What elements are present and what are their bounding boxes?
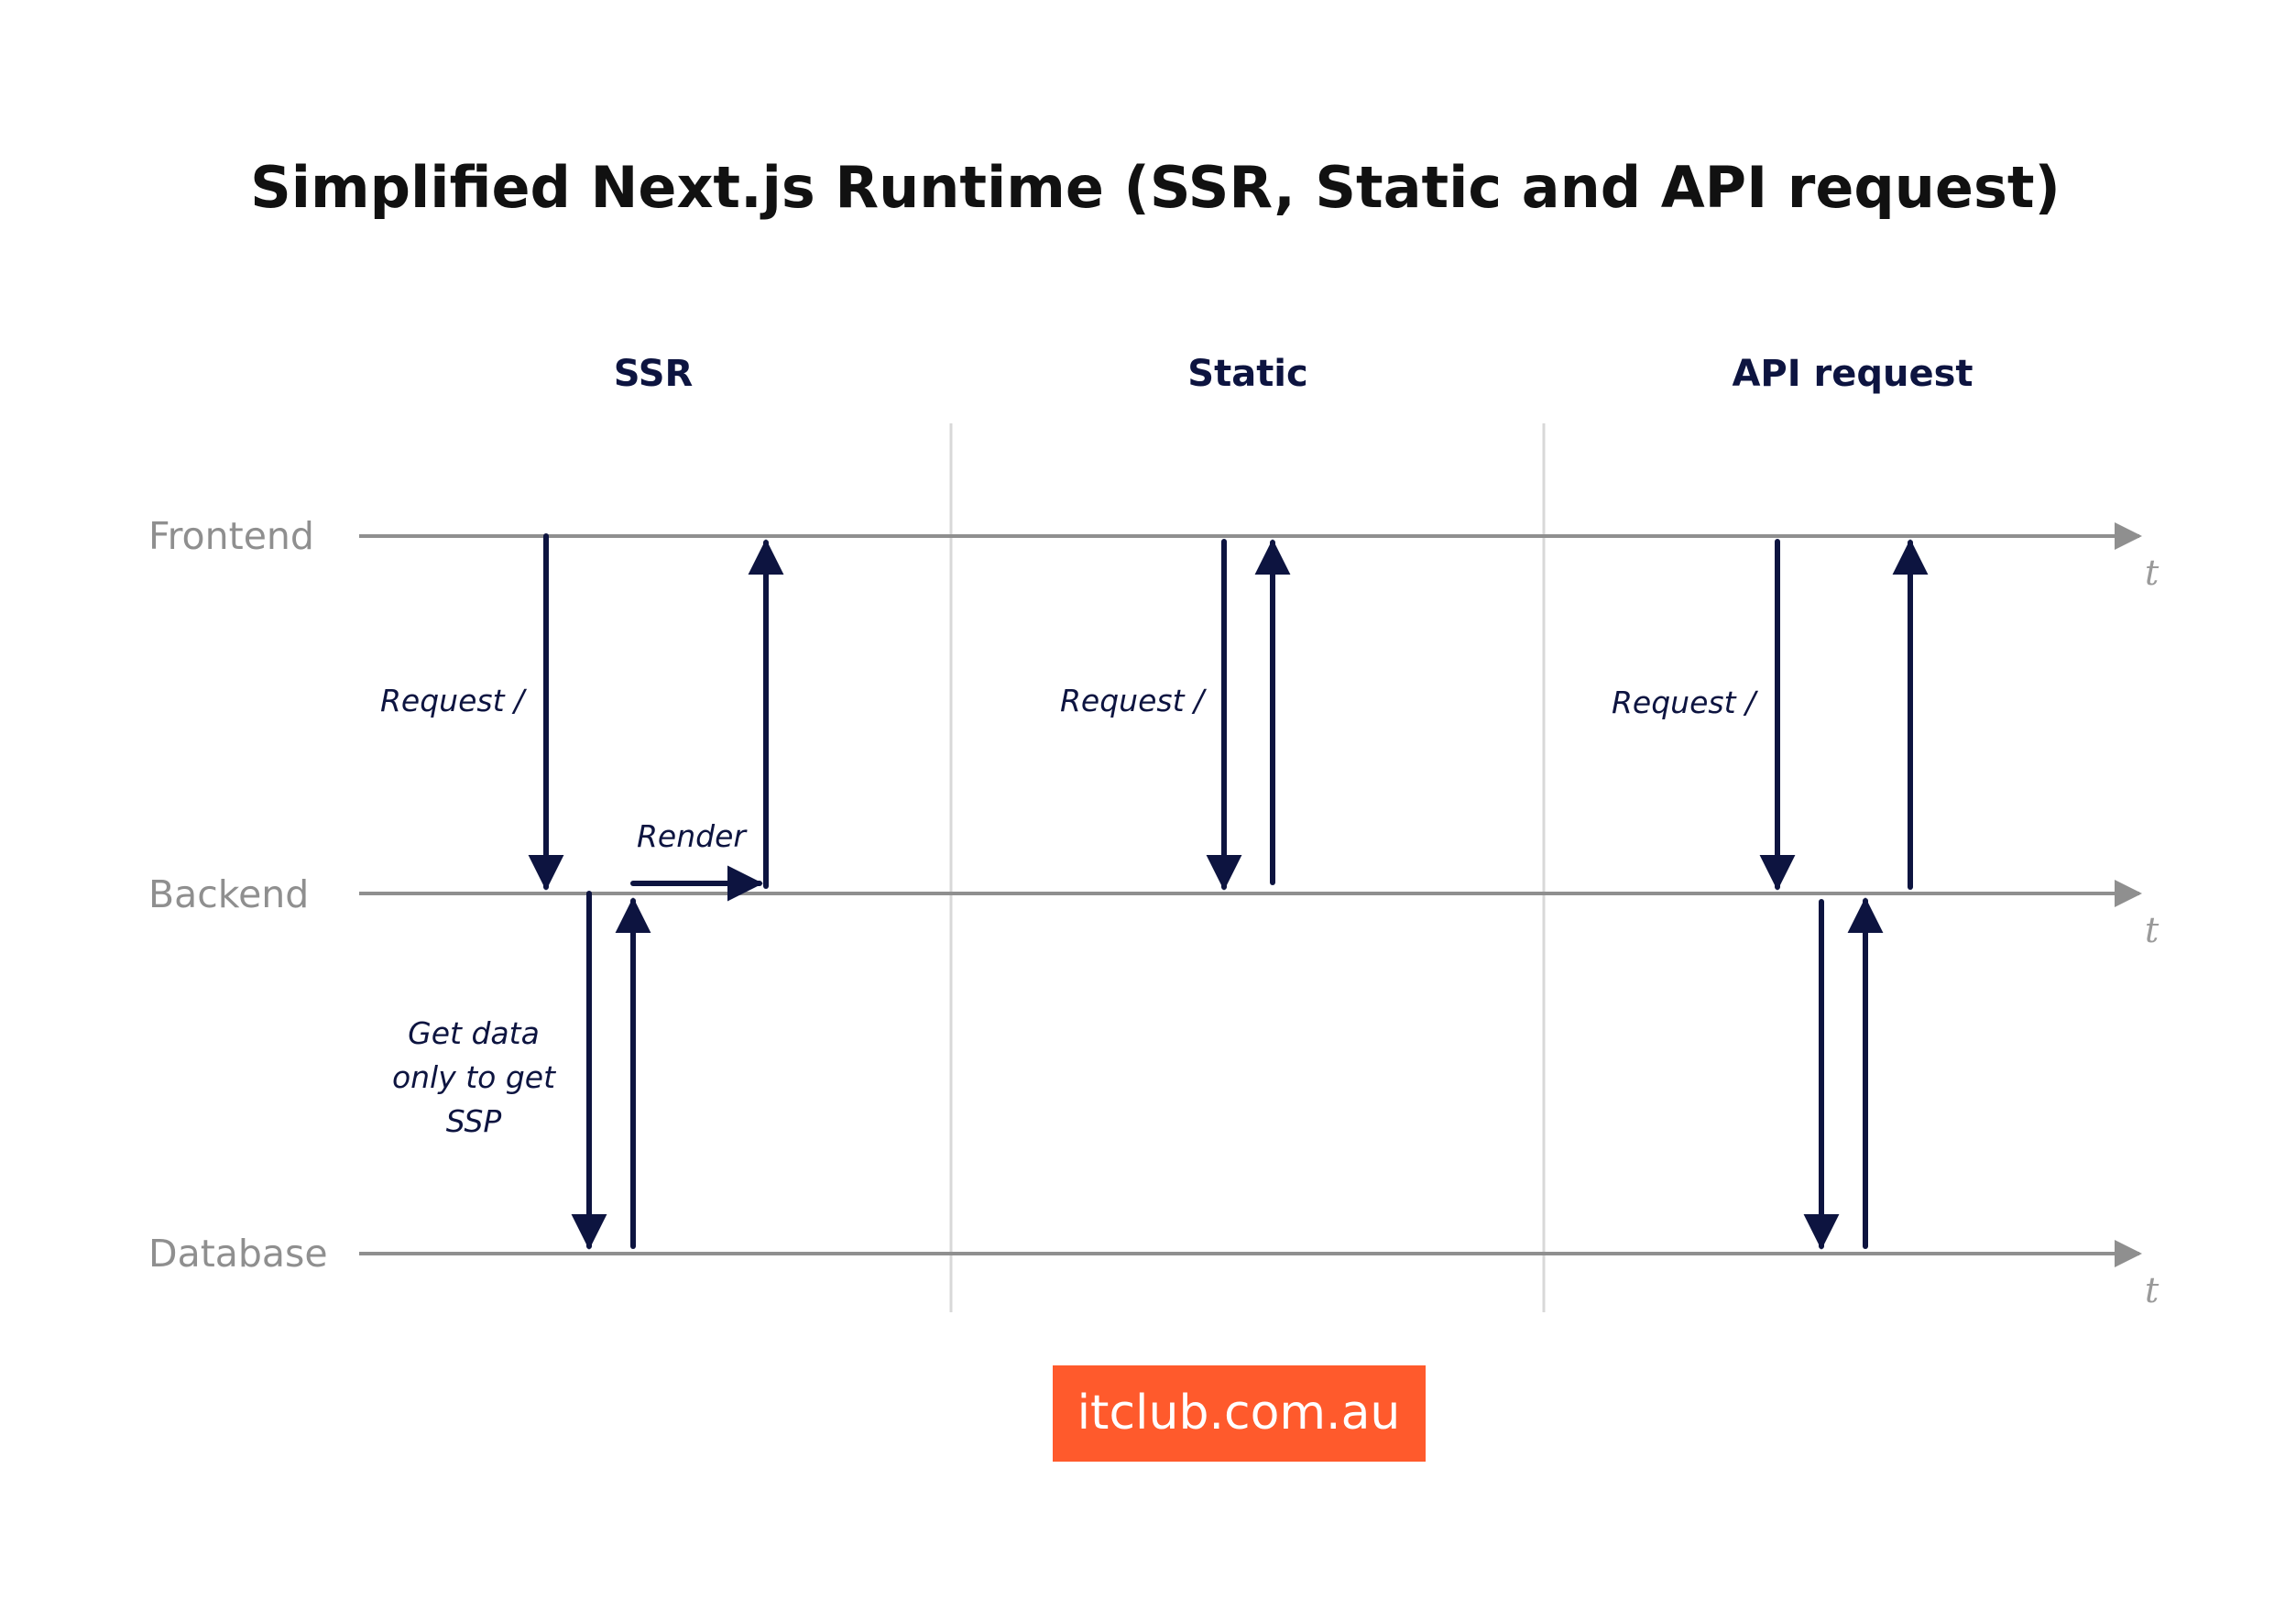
static-request-label: Request / xyxy=(1060,683,1208,718)
site-badge[interactable]: itclub.com.au xyxy=(1053,1365,1426,1462)
api-request-label: Request / xyxy=(1612,685,1759,720)
ssr-getdata-label-line2: only to get xyxy=(392,1059,556,1095)
section-label-static: Static xyxy=(1187,353,1307,395)
section-label-api: API request xyxy=(1732,353,1973,395)
ssr-request-label: Request / xyxy=(380,683,528,718)
backend-time-label: t xyxy=(2145,910,2159,950)
site-badge-text: itclub.com.au xyxy=(1077,1386,1401,1441)
ssr-render-label: Render xyxy=(637,818,748,854)
lane-label-backend: Backend xyxy=(148,872,309,916)
ssr-getdata-label-line1: Get data xyxy=(408,1015,540,1051)
site-badge-background xyxy=(1053,1365,1426,1462)
section-label-ssr: SSR xyxy=(614,353,694,395)
database-time-label: t xyxy=(2145,1270,2159,1310)
frontend-time-label: t xyxy=(2145,553,2159,593)
diagram-title: Simplified Next.js Runtime (SSR, Static … xyxy=(250,154,2061,221)
lane-label-frontend: Frontend xyxy=(148,514,314,558)
ssr-getdata-label-line3: SSP xyxy=(446,1103,502,1139)
lane-label-database: Database xyxy=(148,1232,328,1276)
